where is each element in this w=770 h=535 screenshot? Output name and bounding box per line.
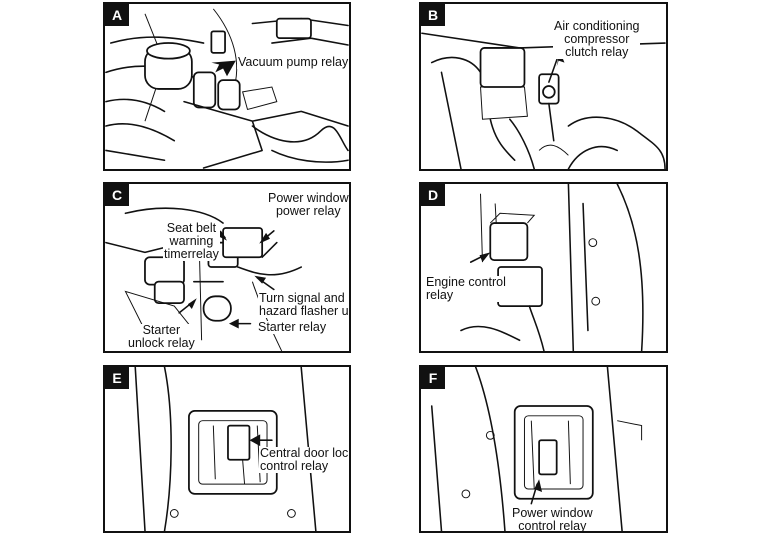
panel-letter: E: [105, 367, 129, 389]
pointer-arrow: [534, 479, 543, 492]
pointer-arrow: [254, 275, 267, 284]
pointer-arrow: [479, 252, 491, 263]
panel-letter: F: [421, 367, 445, 389]
panel-a: A Vacuum pump relay: [103, 2, 351, 171]
panel-letter: C: [105, 184, 129, 206]
door-interior-illustration: [430, 367, 643, 531]
turn-signal-flasher-label: Turn signal and hazard flasher unit: [258, 292, 349, 318]
door-pillar-illustration: [460, 184, 644, 351]
engine-control-relay-label: Engine control relay: [425, 275, 507, 302]
panel-e: E Central door lock control relay: [103, 365, 351, 533]
central-door-lock-relay-label: Central door lock control relay: [259, 447, 349, 473]
pointer-arrow: [211, 60, 236, 77]
engine-bay-illustration: [105, 8, 349, 169]
panel-f: F Power window control relay: [419, 365, 668, 533]
power-window-power-relay-label: Power window power relay: [267, 191, 349, 218]
panel-b: B Air conditioning compressor clutch rel…: [419, 2, 668, 171]
pointer-arrow: [259, 232, 270, 244]
pointer-arrow: [187, 298, 197, 310]
panel-letter: A: [105, 4, 129, 26]
panel-c: C Power window power relay Seat belt war…: [103, 182, 351, 353]
panel-d: D Engine control relay: [419, 182, 668, 353]
ac-clutch-relay-label: Air conditioning compressor clutch relay: [553, 19, 641, 59]
power-window-control-relay-label: Power window control relay: [511, 506, 594, 533]
pointer-arrow: [249, 434, 261, 447]
vacuum-pump-relay-label: Vacuum pump relay: [237, 55, 349, 69]
starter-relay-label: Starter relay: [257, 320, 328, 334]
panel-letter: B: [421, 4, 445, 26]
door-interior-illustration: [134, 367, 317, 531]
panel-letter: D: [421, 184, 445, 206]
pointer-arrow: [228, 318, 239, 329]
starter-unlock-relay-label: Starter unlock relay: [127, 323, 196, 350]
seat-belt-timer-relay-label: Seat belt warning timerrelay: [163, 221, 220, 261]
